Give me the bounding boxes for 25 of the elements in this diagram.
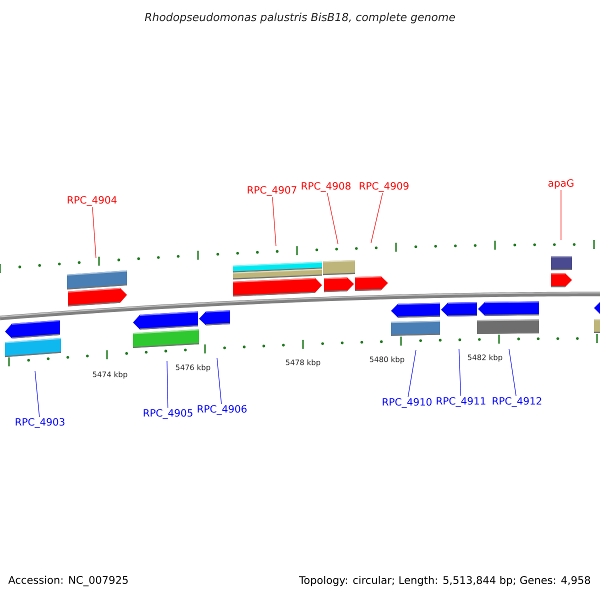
footer-text: Accession: NC_007925 (8, 576, 128, 586)
gene-label: RPC_4907 (248, 186, 296, 196)
gene-label: RPC_4908 (302, 182, 351, 192)
leader-line (408, 350, 416, 398)
gene-label: RPC_4911 (436, 397, 486, 407)
gene-label: RPC_4905 (144, 409, 192, 419)
gene-label: RPC_4910 (382, 398, 432, 408)
leader-line (370, 192, 383, 244)
leader-line (92, 206, 96, 258)
leader-line (508, 348, 516, 396)
leader-line (216, 358, 222, 404)
gene-label: apaG (548, 179, 574, 189)
gene-label: RPC_4912 (492, 397, 542, 407)
leader-line (34, 370, 40, 418)
gene-label: RPC_4909 (360, 182, 408, 192)
leader-line (458, 348, 462, 396)
gene-label: RPC_4906 (198, 405, 247, 415)
leader-line (166, 360, 168, 408)
gene-label: RPC_4903 (16, 418, 64, 428)
leader-line (326, 192, 338, 244)
leader-line (560, 190, 562, 240)
leader-line (272, 196, 276, 246)
title: Rhodopseudomonas palustris BisB18, complete genome (144, 12, 455, 24)
gene-label: RPC_4904 (68, 196, 117, 206)
footer-text: Topology: circular; Length: 5,513,844 bp; Genes: 4,958 (299, 576, 590, 586)
